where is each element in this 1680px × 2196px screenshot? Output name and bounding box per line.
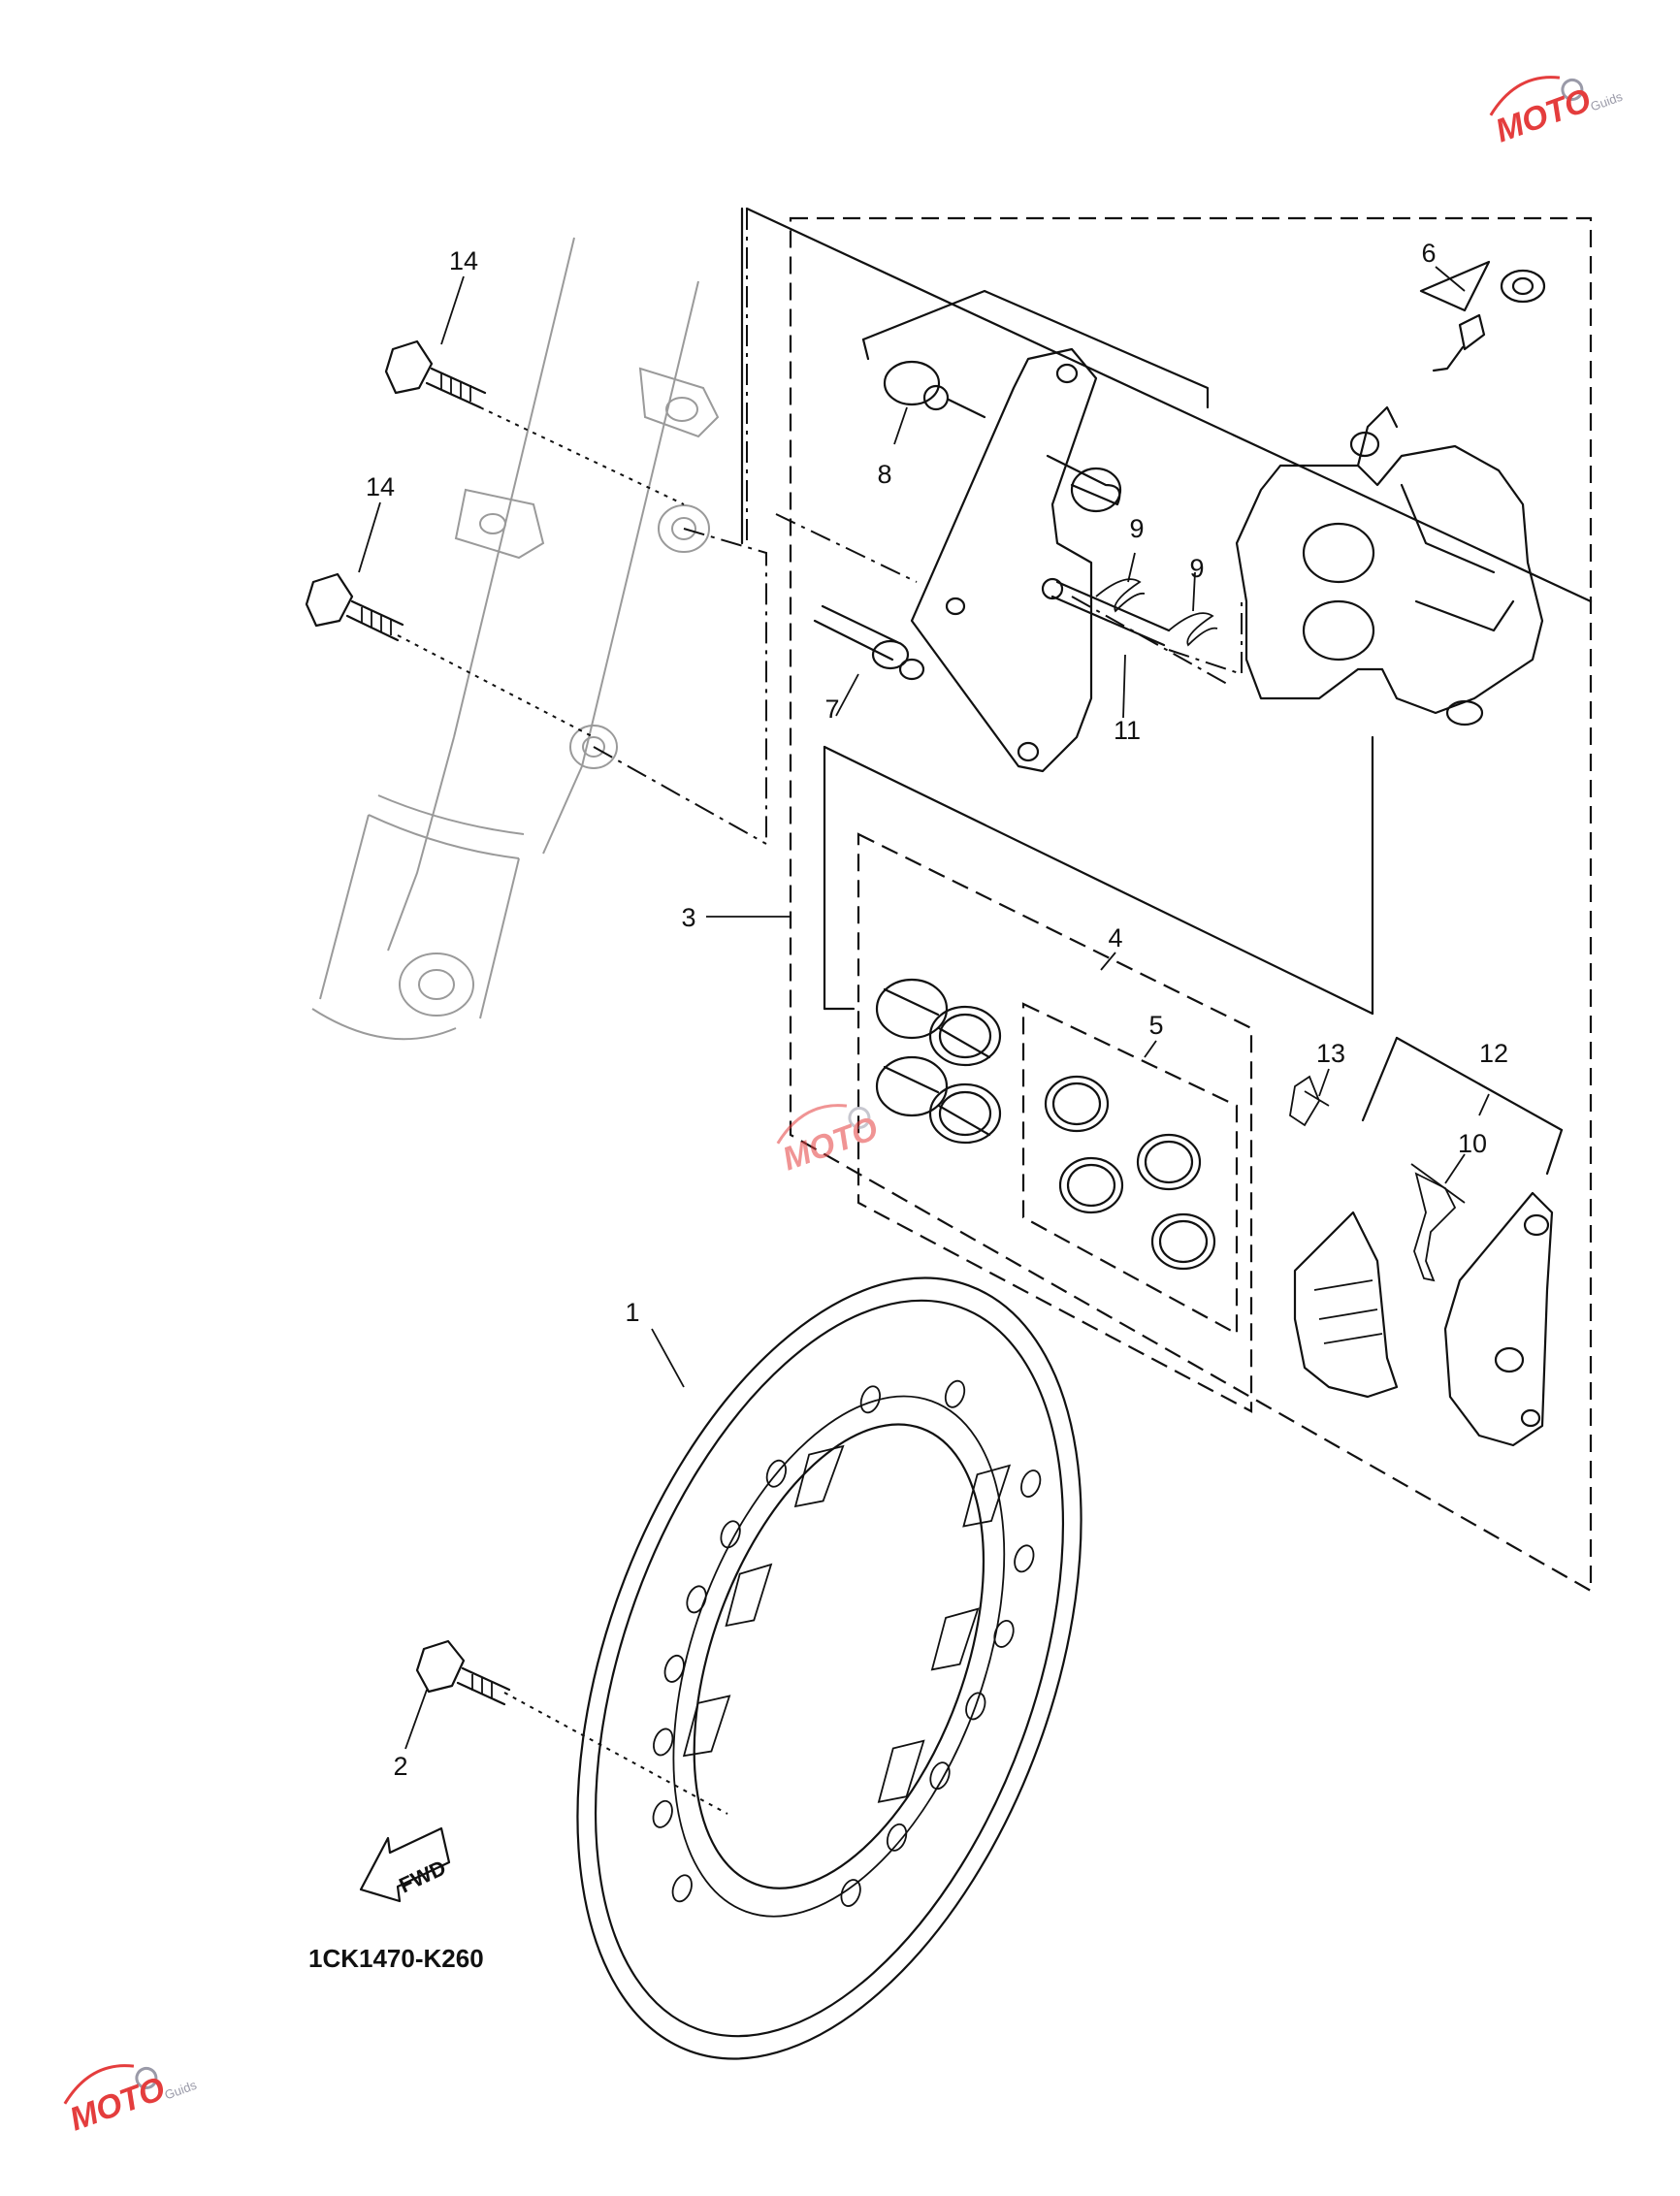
watermark-logo-middle: MOTO [776, 1104, 883, 1179]
callout-6: 6 [1421, 239, 1436, 268]
callout-leaders [358, 266, 1490, 1750]
svg-text:Guids: Guids [163, 2078, 200, 2103]
callout-14-upper: 14 [449, 246, 478, 275]
svg-text:MOTO: MOTO [65, 2070, 170, 2138]
callout-2: 2 [393, 1752, 407, 1781]
seal-kit-5 [1044, 1075, 1216, 1271]
watermark-logo-top: MOTO Guids [1489, 76, 1626, 150]
bolt-14-upper [384, 339, 487, 409]
pad-pin-11 [1041, 577, 1171, 647]
callout-1: 1 [625, 1298, 639, 1327]
caliper-bracket [910, 347, 1122, 773]
callout-7: 7 [824, 694, 839, 724]
callout-11: 11 [1114, 716, 1141, 745]
bolt-14-lower [305, 572, 404, 642]
brake-pad-12 [1293, 1191, 1554, 1447]
clip-9-right [1168, 612, 1218, 647]
clip-9-left [1095, 578, 1146, 613]
slide-pin-7 [813, 604, 925, 681]
callout-13: 13 [1316, 1039, 1345, 1068]
callout-4: 4 [1108, 923, 1122, 953]
front-fork-outline [311, 237, 720, 1041]
svg-text:MOTO: MOTO [1491, 81, 1596, 149]
svg-text:MOTO: MOTO [778, 1110, 883, 1178]
callout-5: 5 [1148, 1011, 1163, 1040]
forward-arrow-icon: FWD [359, 1826, 451, 1903]
diagram-code: 1CK1470-K260 [308, 1944, 484, 1973]
callout-3: 3 [681, 903, 695, 932]
piston-upper [875, 978, 1002, 1067]
callout-12: 12 [1479, 1039, 1508, 1068]
pad-spring-13 [1289, 1075, 1330, 1127]
bleeder-screw-6 [1432, 269, 1546, 372]
assembly-group-lines [397, 207, 1593, 1815]
brake-disc-1 [576, 1276, 1082, 2060]
svg-text:Guids: Guids [1589, 89, 1626, 114]
disc-bolt-2 [415, 1639, 511, 1706]
fwd-label: FWD [396, 1856, 450, 1898]
pad-support-10 [1410, 1163, 1466, 1282]
bushing-8 [883, 360, 986, 419]
watermark-logo-bottom: MOTO Guids [63, 2064, 200, 2139]
callout-9-left: 9 [1129, 514, 1144, 543]
callout-10: 10 [1458, 1129, 1487, 1158]
callout-9-right: 9 [1189, 554, 1204, 583]
piston-lower [875, 1055, 1002, 1145]
caliper-body [1235, 405, 1544, 727]
callout-8: 8 [877, 460, 891, 489]
callout-14-lower: 14 [366, 472, 395, 501]
